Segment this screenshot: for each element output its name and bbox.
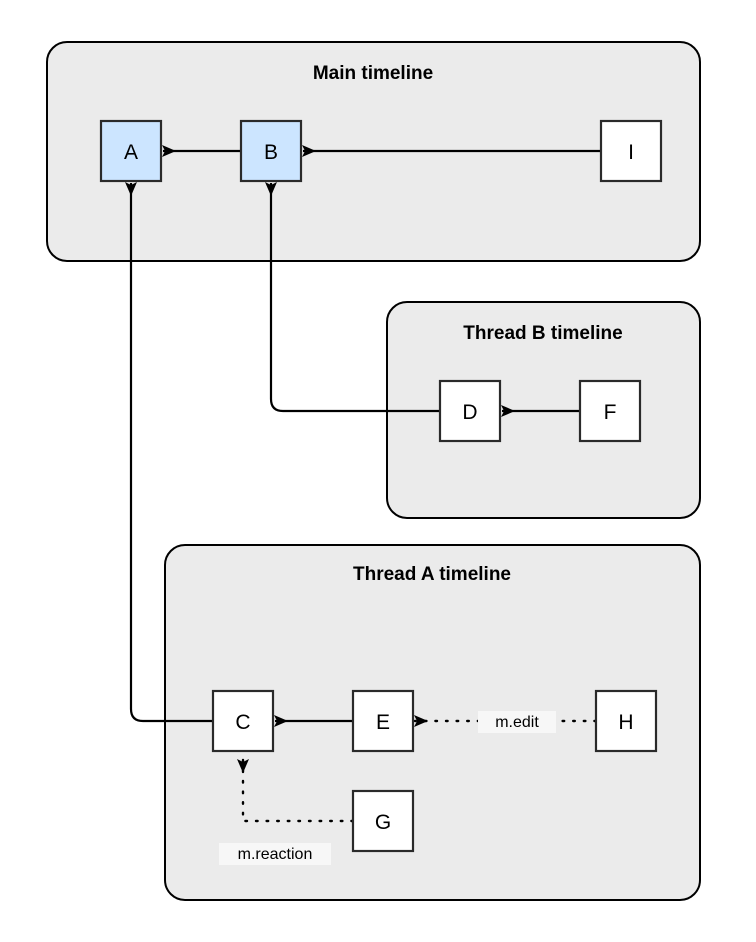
node-E[interactable]: E xyxy=(351,689,415,753)
node-F-label: F xyxy=(604,401,617,424)
node-E-box xyxy=(351,689,415,753)
edge-d-to-b[interactable] xyxy=(265,182,440,413)
node-D-box xyxy=(438,379,502,443)
edge-label-m-edit-background xyxy=(478,711,556,733)
group-main-timeline-title: Main timeline xyxy=(313,63,433,84)
node-D-label: D xyxy=(462,401,477,424)
node-E-label: E xyxy=(376,711,390,734)
node-C-label: C xyxy=(235,711,250,734)
edge-label-m-reaction: m.reaction xyxy=(238,846,313,863)
group-thread-a-timeline-title: Thread A timeline xyxy=(353,564,511,585)
node-C[interactable]: C xyxy=(211,689,275,753)
node-G-box xyxy=(351,789,415,853)
node-G[interactable]: G xyxy=(351,789,415,853)
node-A[interactable]: A xyxy=(99,119,163,183)
node-A-label: A xyxy=(124,141,138,164)
node-I-box xyxy=(599,119,663,183)
node-I-label: I xyxy=(628,141,634,164)
node-B-label: B xyxy=(264,141,278,164)
node-I[interactable]: I xyxy=(599,119,663,183)
edge-g-to-c[interactable] xyxy=(237,758,355,823)
node-A-box xyxy=(99,119,163,183)
group-thread-b-timeline-title: Thread B timeline xyxy=(463,323,622,344)
node-C-box xyxy=(211,689,275,753)
group-thread-a-timeline[interactable]: Thread A timeline xyxy=(164,544,701,901)
node-D[interactable]: D xyxy=(438,379,502,443)
node-F-box xyxy=(578,379,642,443)
edge-label-m-reaction-background xyxy=(219,843,331,865)
group-thread-a-timeline-box xyxy=(164,544,701,901)
node-H-label: H xyxy=(618,711,633,734)
edge-label-m-edit: m.edit xyxy=(495,714,539,731)
node-G-label: G xyxy=(375,811,391,834)
node-F[interactable]: F xyxy=(578,379,642,443)
node-B[interactable]: B xyxy=(239,119,303,183)
node-H[interactable]: H xyxy=(594,689,658,753)
node-B-box xyxy=(239,119,303,183)
node-H-box xyxy=(594,689,658,753)
edge-c-to-a[interactable] xyxy=(125,182,213,723)
